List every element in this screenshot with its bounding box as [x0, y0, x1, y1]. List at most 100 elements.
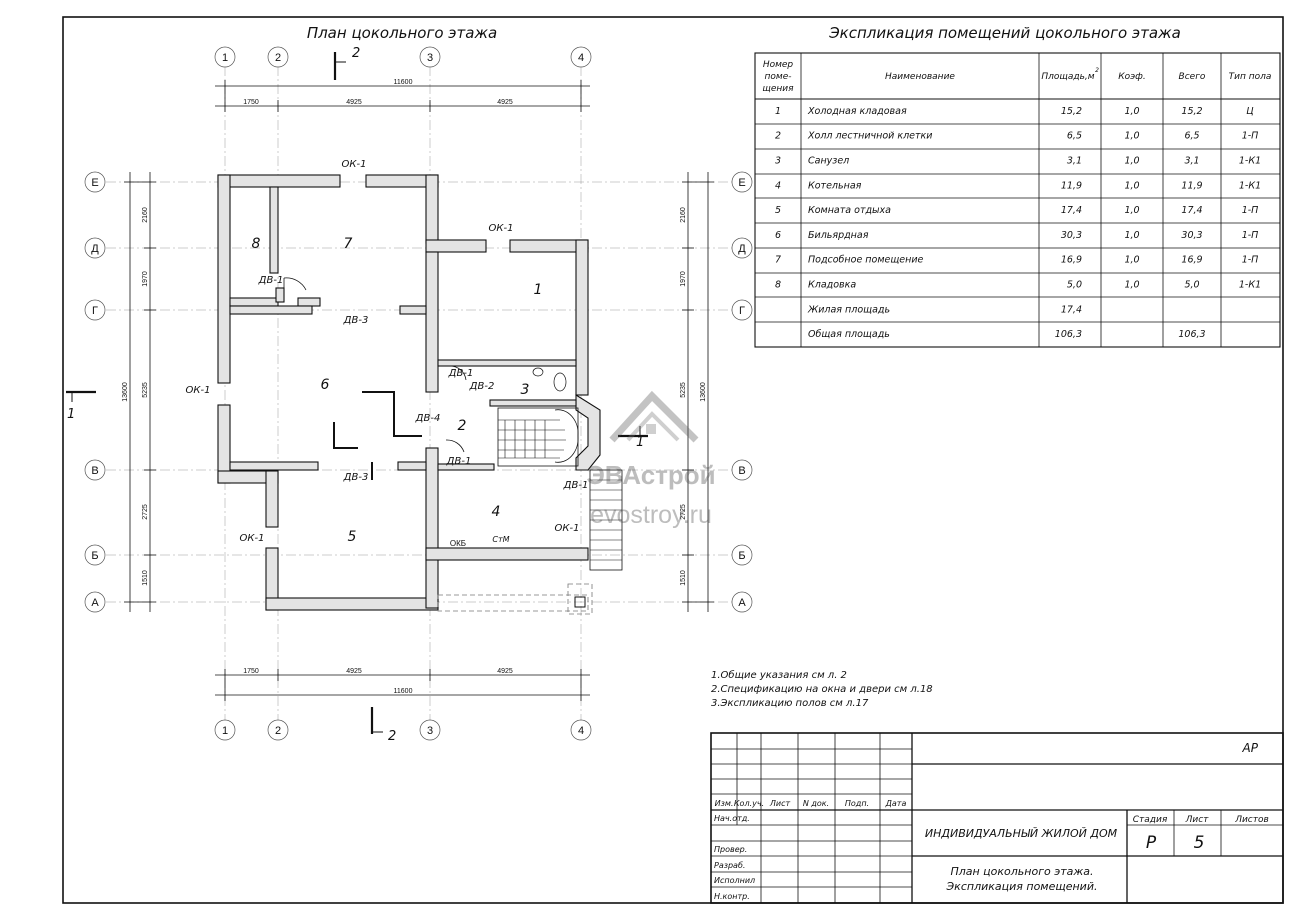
cell-floor: 1-П — [1242, 205, 1259, 216]
cell-num: 7 — [775, 255, 781, 266]
cell-floor: 1-П — [1242, 131, 1259, 142]
dim-top-3: 4925 — [497, 99, 513, 106]
sheet-number: 5 — [1194, 833, 1205, 853]
cell-coef: 1,0 — [1124, 279, 1139, 290]
cell-area: 15,2 — [1061, 106, 1082, 117]
svg-text:4: 4 — [578, 52, 584, 64]
dim-right-2: 1970 — [680, 271, 687, 287]
room-number-2: 2 — [458, 418, 467, 434]
boiler-tag-stm: СтМ — [492, 535, 509, 544]
cell-floor: 1-К1 — [1239, 180, 1261, 191]
svg-text:Номер: Номер — [763, 60, 794, 70]
window-tag-ok1-room4: ОК-1 — [555, 523, 580, 534]
dim-top-total: 11600 — [394, 79, 413, 86]
cell-name: Санузел — [808, 155, 849, 166]
dim-right-3: 5235 — [680, 382, 687, 398]
cell-total: 5,0 — [1184, 279, 1199, 290]
sheet-frame — [62, 16, 1284, 904]
dim-left-4: 2725 — [142, 504, 149, 520]
svg-text:Е: Е — [91, 177, 98, 189]
room-number-3: 3 — [521, 382, 530, 398]
cell-num: 3 — [775, 155, 781, 166]
section-mark-top: 2 — [333, 46, 360, 80]
cell-area: 11,9 — [1061, 180, 1082, 191]
axis-marker-B-right: Б — [731, 544, 753, 566]
door-tag-dv1-wc: ДВ-1 — [448, 368, 474, 379]
cell-coef: 1,0 — [1124, 180, 1139, 191]
stamp-role-ispolnil: Исполнил — [714, 876, 755, 885]
dim-bottom-total: 11600 — [394, 688, 413, 695]
cell-floor: Ц — [1246, 106, 1254, 117]
svg-text:1: 1 — [222, 52, 228, 64]
door-tag-dv1-room8: ДВ-1 — [258, 275, 284, 286]
dim-left-1: 2160 — [142, 207, 149, 223]
stage-label: Стадия — [1133, 815, 1168, 825]
dim-right-5: 1510 — [680, 570, 687, 586]
stamp-role-razrab: Разраб. — [714, 861, 745, 870]
cell-total: 106,3 — [1178, 329, 1205, 340]
cell-name: Комната отдыха — [808, 205, 891, 216]
svg-text:Наименование: Наименование — [885, 72, 955, 82]
cell-floor: 1-П — [1242, 255, 1259, 266]
axis-marker-E-left: Е — [84, 171, 106, 193]
plan-title: План цокольного этажа — [307, 24, 497, 42]
svg-text:Д: Д — [91, 243, 99, 255]
axis-marker-3-top: 3 — [419, 46, 441, 68]
note-1: 1.Общие указания см л. 2 — [711, 669, 847, 681]
explication-table: Экспликация помещений цокольного этажа Н… — [754, 24, 1281, 348]
door-tag-dv2: ДВ-2 — [469, 381, 495, 392]
cell-area: 6,5 — [1067, 131, 1082, 142]
cell-coef: 1,0 — [1124, 255, 1139, 266]
axis-marker-D-left: Д — [84, 237, 106, 259]
cell-area: 3,1 — [1067, 155, 1082, 166]
stamp-role-nach: Нач.отд. — [714, 814, 750, 823]
dim-top-1: 1750 — [243, 99, 259, 106]
axis-marker-B-left: Б — [84, 544, 106, 566]
door-tag-dv1-entry: ДВ-1 — [563, 480, 589, 491]
cell-total: 16,9 — [1181, 255, 1202, 266]
svg-text:В: В — [738, 465, 745, 477]
svg-text:Всего: Всего — [1179, 72, 1206, 82]
dim-top-2: 4925 — [346, 99, 362, 106]
axis-marker-D-right: Д — [731, 237, 753, 259]
cell-name: Холл лестничной клетки — [807, 131, 932, 142]
cell-area: 17,4 — [1061, 304, 1082, 315]
stamp-col-list: Лист — [769, 799, 791, 808]
drawing-title-line-1: План цокольного этажа. — [950, 865, 1093, 878]
partition-stubs — [333, 391, 422, 480]
dim-right-4: 2725 — [680, 504, 687, 520]
axis-marker-2-top: 2 — [267, 46, 289, 68]
dimension-chain-top: 11600 1750 4925 4925 — [215, 79, 590, 112]
sheet-label: Лист — [1185, 815, 1210, 825]
cell-num: 8 — [775, 279, 781, 290]
svg-text:1: 1 — [67, 407, 75, 422]
svg-text:щения: щения — [762, 84, 794, 94]
floor-plan: План цокольного этажа 1 2 3 4 1 2 3 4 Е … — [66, 24, 753, 744]
cell-total: 3,1 — [1184, 155, 1199, 166]
cell-num: 6 — [775, 230, 781, 241]
dim-bottom-3: 4925 — [497, 668, 513, 675]
axis-marker-V-left: В — [84, 459, 106, 481]
dim-left-total: 13600 — [122, 382, 129, 402]
note-3: 3.Экспликацию полов см л.17 — [711, 698, 869, 709]
axis-marker-1-bottom: 1 — [214, 719, 236, 741]
staircase — [497, 407, 623, 571]
doc-code: АР — [1242, 741, 1259, 755]
dim-left-2: 1970 — [142, 271, 149, 287]
cell-num: 4 — [775, 180, 781, 191]
svg-text:3: 3 — [427, 725, 433, 737]
axis-marker-3-bottom: 3 — [419, 719, 441, 741]
svg-text:Г: Г — [92, 305, 98, 317]
axis-marker-A-left: А — [84, 591, 106, 613]
cell-coef: 1,0 — [1124, 131, 1139, 142]
svg-text:поме-: поме- — [765, 72, 792, 82]
axis-marker-V-right: В — [731, 459, 753, 481]
axis-marker-E-right: Е — [731, 171, 753, 193]
stamp-col-data: Дата — [885, 799, 907, 808]
